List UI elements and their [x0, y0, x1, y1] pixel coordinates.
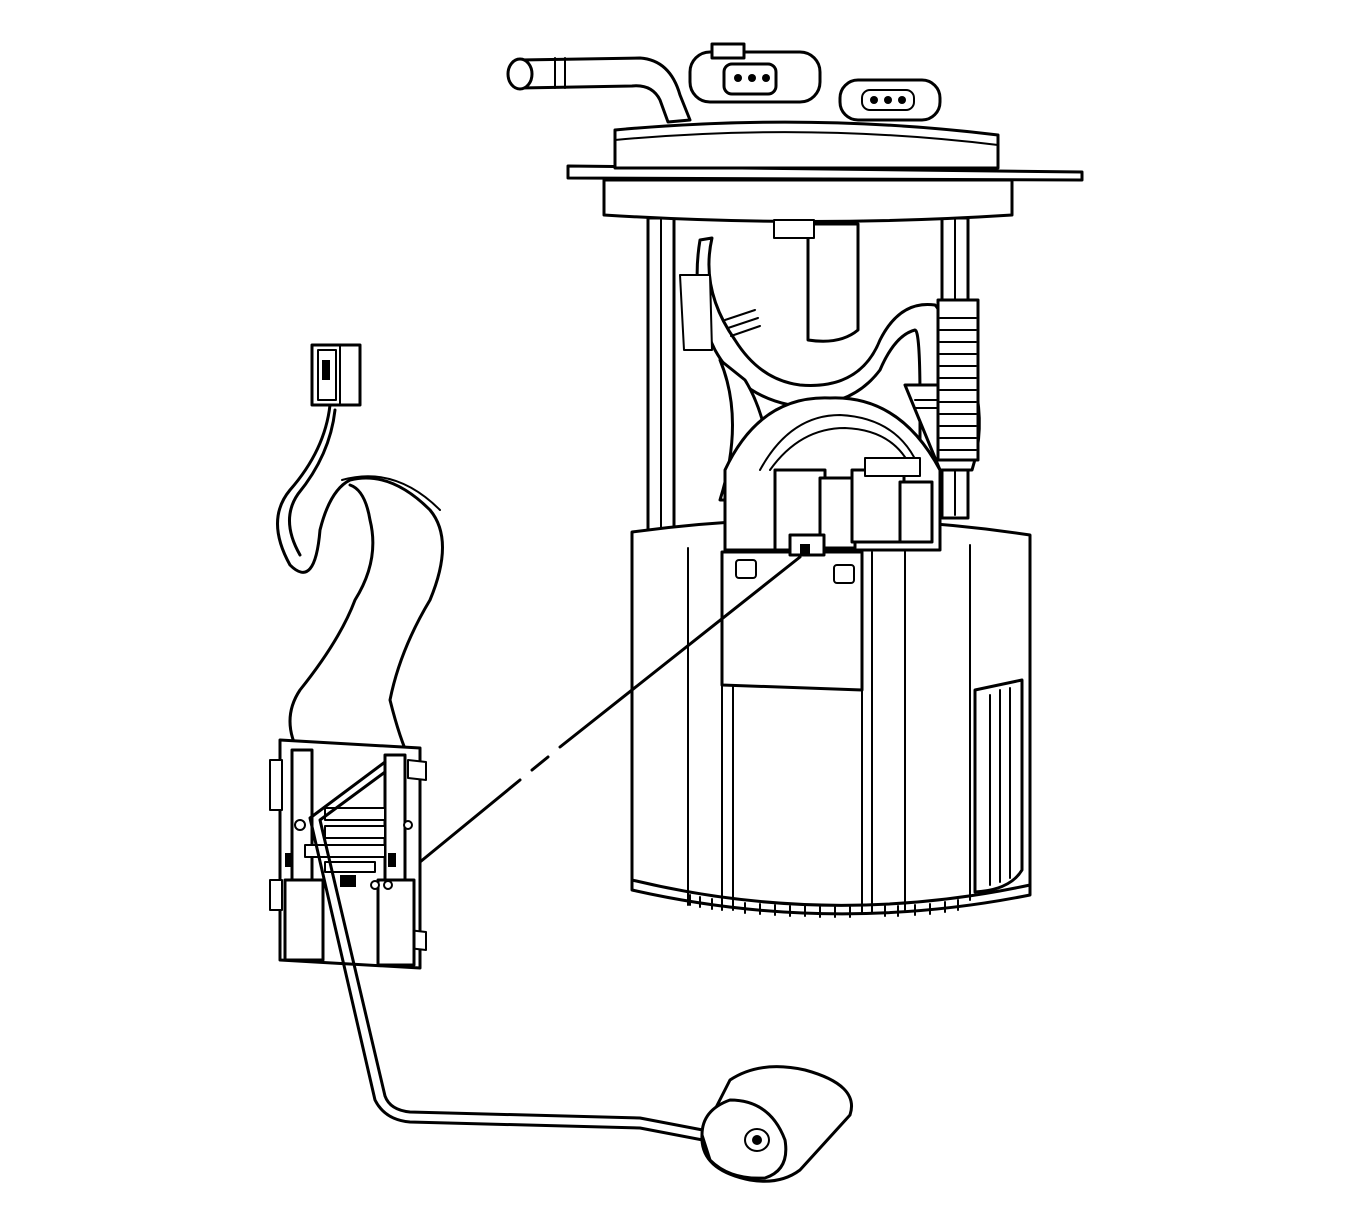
fuel-outlet-pipe — [506, 56, 692, 124]
fuel-level-sender — [269, 738, 427, 970]
vent-tube — [679, 274, 713, 351]
flange-connectors — [688, 42, 942, 122]
installation-leader-line — [418, 555, 802, 864]
fuel-pump-module — [506, 42, 1084, 918]
bucket-slot-left — [735, 559, 757, 579]
center-tube — [806, 222, 860, 343]
flange-plate — [566, 120, 1084, 223]
return-lines — [973, 678, 1024, 894]
float-arm — [308, 760, 757, 1152]
spring-bellows — [936, 298, 980, 462]
harness-connector — [310, 343, 362, 407]
wire-grommet — [773, 219, 815, 239]
bucket-slot-right — [833, 564, 855, 584]
wiring-harness — [276, 403, 444, 762]
float — [700, 1065, 853, 1183]
pump-connectors — [773, 457, 934, 557]
